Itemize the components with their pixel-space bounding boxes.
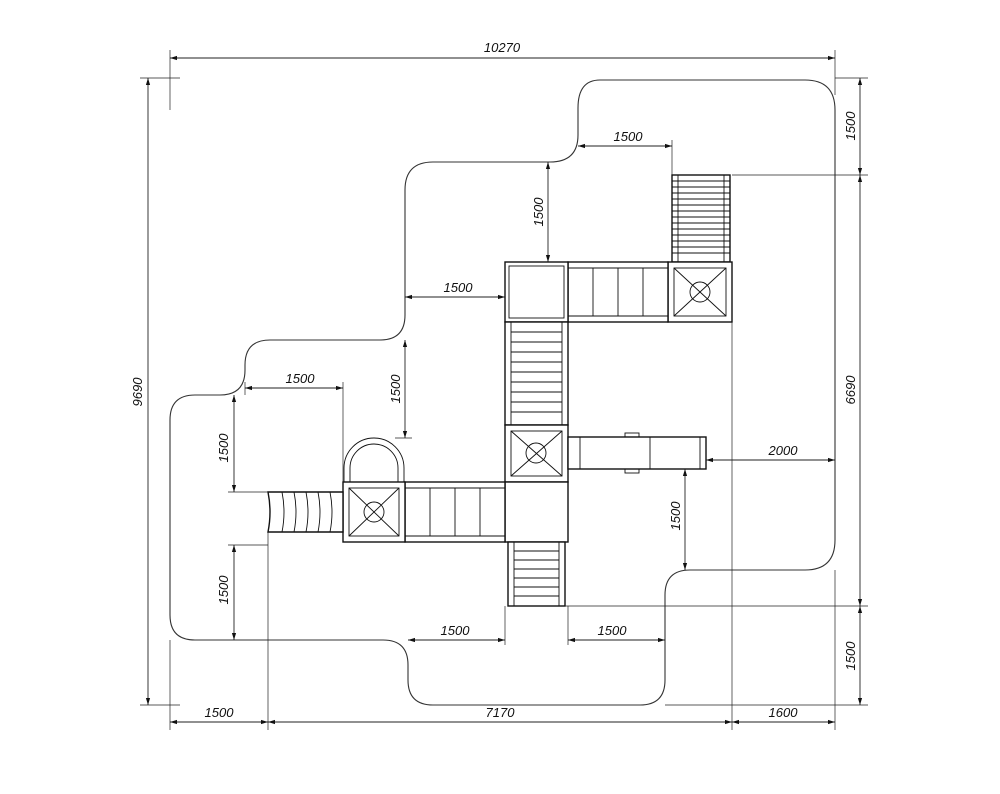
dim-lower-left-gap: 1500 xyxy=(441,623,471,638)
playground-structure xyxy=(267,174,733,607)
bottom-ladder xyxy=(507,541,566,607)
dim-total-width: 10270 xyxy=(484,40,521,55)
top-right-tower xyxy=(667,261,733,323)
left-arch xyxy=(343,437,405,482)
dimension-labels: 10270 9690 1500 6690 1500 1500 7170 1600… xyxy=(130,40,858,720)
top-bridge xyxy=(567,261,669,323)
top-left-platform xyxy=(504,261,569,323)
dim-bottom-right-1500: 1500 xyxy=(843,641,858,671)
center-lower-platform xyxy=(504,481,569,543)
dim-far-left-upper: 1500 xyxy=(216,433,231,463)
left-bridge xyxy=(404,481,506,543)
right-slide xyxy=(567,432,707,474)
dim-upper-vertical-gap: 1500 xyxy=(531,197,546,227)
dim-top-right-1500: 1500 xyxy=(843,111,858,141)
dim-bottom-right: 1600 xyxy=(769,705,799,720)
dim-mid-horizontal-gap: 1500 xyxy=(444,280,474,295)
dim-top-platform-gap: 1500 xyxy=(614,129,644,144)
dim-right-vertical-gap: 1500 xyxy=(668,501,683,531)
dim-far-left-lower: 1500 xyxy=(216,575,231,605)
left-tower xyxy=(342,481,406,543)
top-stairs xyxy=(671,174,731,263)
dim-bottom-mid: 7170 xyxy=(486,705,516,720)
dimension-lines xyxy=(140,50,868,730)
vertical-bridge xyxy=(504,321,569,426)
dim-right-height: 6690 xyxy=(843,375,858,405)
dim-bottom-left: 1500 xyxy=(205,705,235,720)
dim-left-horizontal-gap: 1500 xyxy=(286,371,316,386)
safety-zone-outline xyxy=(169,79,836,706)
dim-total-height: 9690 xyxy=(130,377,145,407)
dim-slide-gap: 2000 xyxy=(768,443,799,458)
dim-lower-right-gap: 1500 xyxy=(598,623,628,638)
central-tower xyxy=(504,424,569,483)
dim-left-vertical-gap: 1500 xyxy=(388,374,403,404)
left-stairs xyxy=(267,491,344,533)
